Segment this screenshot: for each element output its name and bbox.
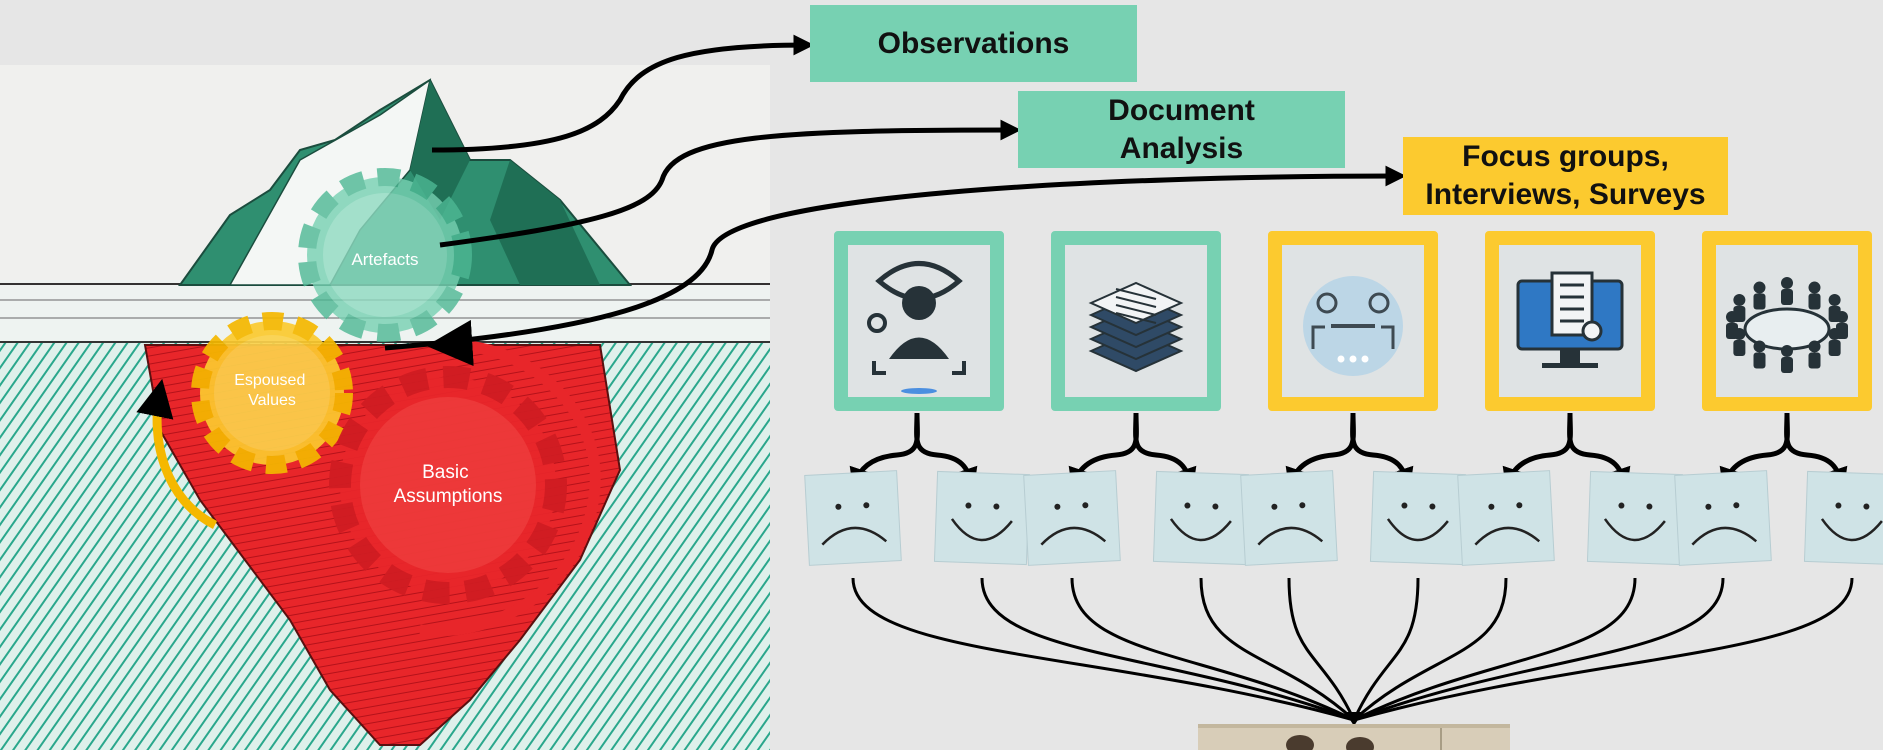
- arrow-to-focus-groups: [384, 165, 1407, 351]
- basic-assumptions-line-2: Assumptions: [394, 486, 503, 507]
- sad-face-note: [1240, 470, 1338, 566]
- focus-groups-box: Focus groups, Interviews, Surveys: [1403, 137, 1728, 215]
- converge-line: [851, 577, 1355, 722]
- eye-left: [1618, 502, 1625, 509]
- espoused-cycle-arrow: [136, 378, 218, 530]
- converge-line: [1287, 577, 1356, 721]
- arrow-to-document-analysis: [439, 119, 1022, 248]
- smile: [950, 518, 1013, 542]
- eye-left: [965, 502, 972, 509]
- happy-face-note: [933, 470, 1031, 566]
- eye-right: [1429, 503, 1436, 510]
- basic-assumptions-label: Basic Assumptions: [394, 462, 503, 507]
- converge-line: [1353, 577, 1854, 722]
- eye-right: [1863, 503, 1870, 510]
- eye-left: [1488, 503, 1495, 510]
- eye-left: [1705, 503, 1712, 510]
- basic-assumptions-gear: [329, 366, 567, 604]
- fork-arrow-right: [1350, 412, 1414, 489]
- eye-left: [1401, 502, 1408, 509]
- converge-arrowhead: [1345, 712, 1363, 726]
- frown: [821, 526, 888, 546]
- smile: [1386, 518, 1449, 542]
- frown: [1257, 526, 1324, 546]
- artefacts-label: Artefacts: [351, 250, 418, 269]
- document-analysis-label: Document Analysis: [1108, 93, 1255, 165]
- fork-arrow-right: [1567, 412, 1631, 489]
- frown: [1474, 526, 1541, 546]
- smile: [1820, 518, 1883, 542]
- basic-assumptions-line-1: Basic: [422, 462, 468, 483]
- eye-left: [1054, 503, 1061, 510]
- espoused-values-line-1: Espoused: [234, 372, 305, 389]
- happy-face-note: [1803, 470, 1883, 566]
- sad-face-note: [1674, 470, 1772, 566]
- arrow-to-observations: [431, 34, 815, 153]
- happy-face-note: [1586, 470, 1684, 566]
- eye-right: [993, 503, 1000, 510]
- eye-left: [1271, 503, 1278, 510]
- eye-right: [1212, 503, 1219, 510]
- method-tile-4: [1485, 231, 1655, 411]
- espoused-values-label: Espoused Values: [234, 372, 310, 409]
- converge-line: [1199, 577, 1356, 722]
- observations-box: Observations: [810, 5, 1137, 82]
- eye-right: [863, 502, 870, 509]
- espoused-values-gear: [191, 312, 353, 474]
- converging-lines: [851, 577, 1854, 726]
- eye-right: [1733, 502, 1740, 509]
- eye-left: [835, 503, 842, 510]
- fork-arrow-right: [1784, 412, 1848, 489]
- document-analysis-box: Document Analysis: [1018, 91, 1345, 168]
- fork-arrow-right: [1133, 412, 1197, 489]
- smile: [1603, 518, 1666, 542]
- sad-face-note: [1023, 470, 1121, 566]
- eye-right: [1646, 503, 1653, 510]
- result-photo-thumbnail: [1198, 724, 1510, 750]
- sad-face-note: [1457, 470, 1555, 566]
- method-tile-3: [1268, 231, 1438, 411]
- smile: [1169, 518, 1232, 542]
- eye-right: [1516, 502, 1523, 509]
- happy-face-note: [1152, 470, 1250, 566]
- frown: [1040, 526, 1107, 546]
- artefacts-gear: [298, 168, 472, 342]
- espoused-values-line-2: Values: [248, 392, 296, 409]
- fork-arrow-right: [914, 412, 978, 489]
- eye-left: [1184, 502, 1191, 509]
- method-tile-2: [1051, 231, 1221, 411]
- converge-line: [980, 577, 1355, 722]
- iceberg-illustration: Artefacts Espoused Values Basic Assumpti…: [0, 65, 770, 750]
- happy-face-note: [1369, 470, 1467, 566]
- focus-groups-label: Focus groups, Interviews, Surveys: [1425, 140, 1706, 211]
- sentiment-notes: [804, 470, 1883, 566]
- method-tile-1: [834, 231, 1004, 411]
- converge-line: [1070, 577, 1355, 722]
- eye-left: [1835, 502, 1842, 509]
- eye-right: [1082, 502, 1089, 509]
- converge-line: [1352, 577, 1508, 722]
- observations-label: Observations: [877, 26, 1070, 60]
- sad-face-note: [804, 470, 902, 566]
- fork-arrows: [849, 412, 1848, 489]
- method-tile-5: [1702, 231, 1872, 411]
- converge-line: [1353, 577, 1637, 722]
- converge-line: [1352, 577, 1420, 721]
- converge-line: [1353, 577, 1725, 722]
- assumptions-cycle-arrow: [419, 319, 601, 637]
- eye-right: [1299, 502, 1306, 509]
- frown: [1691, 526, 1758, 546]
